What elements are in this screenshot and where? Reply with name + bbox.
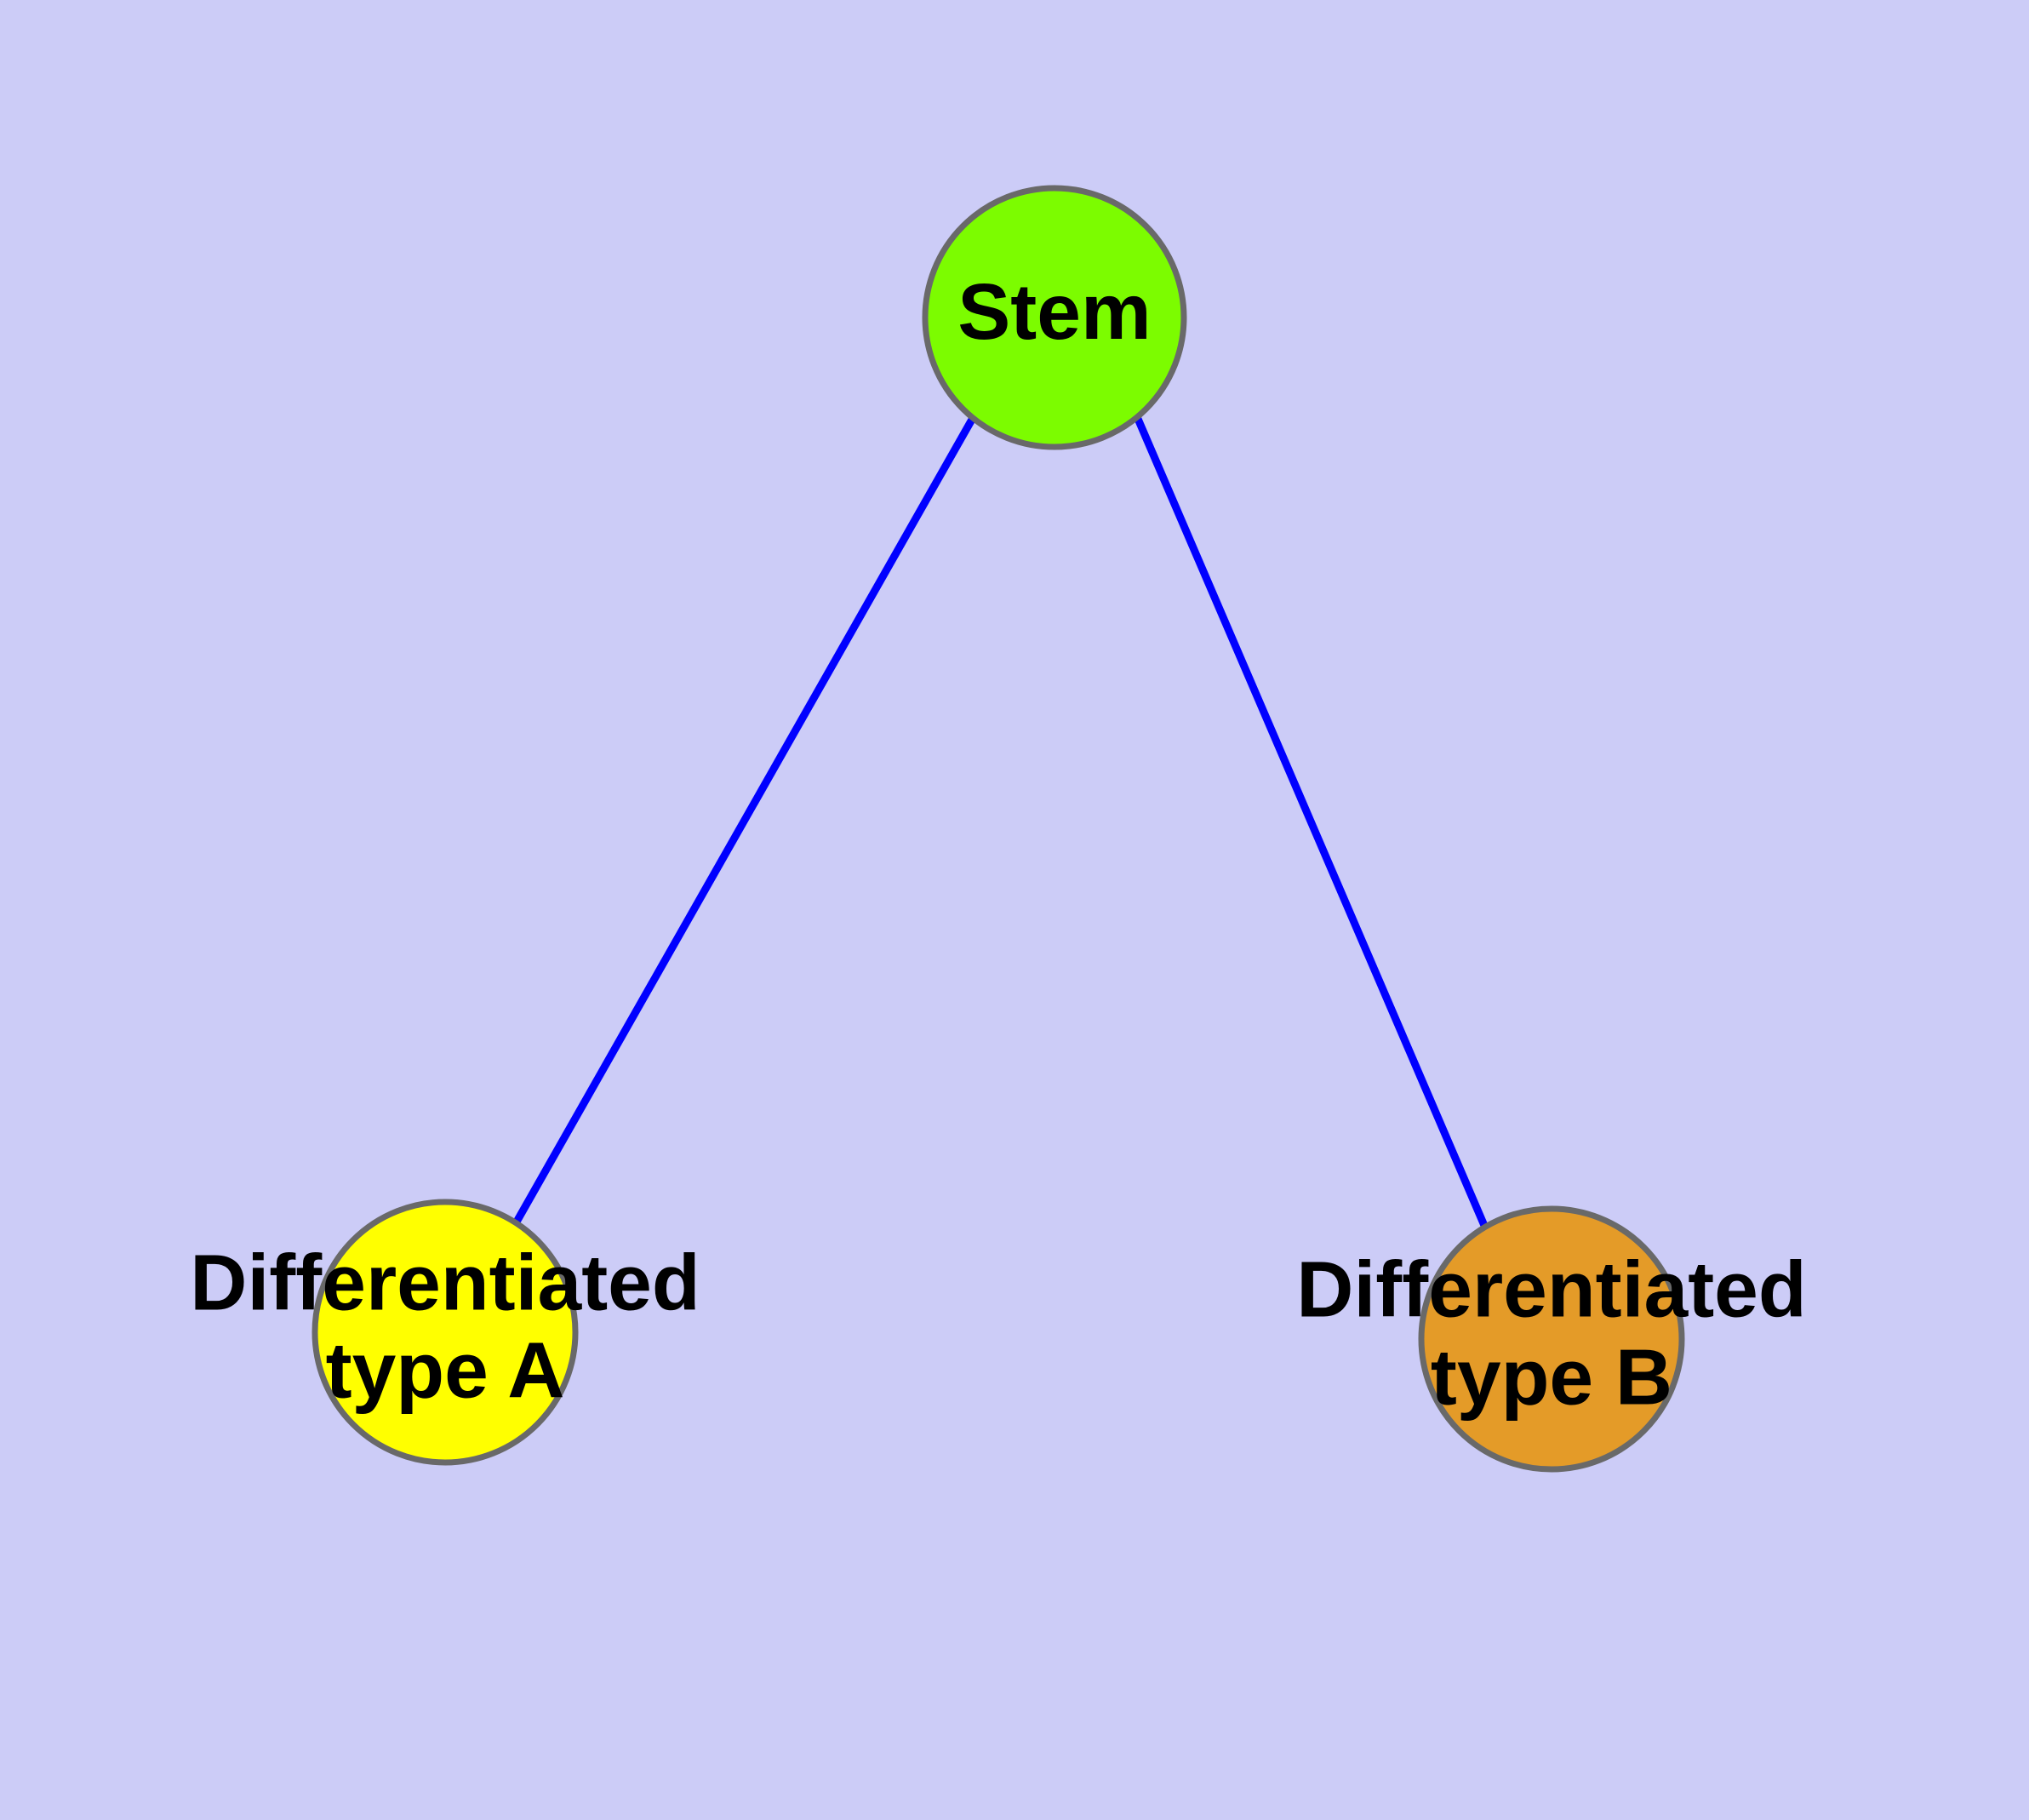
node-diff-b[interactable] (1418, 1205, 1685, 1473)
edge-stem-to-diff-b (1134, 417, 1489, 1229)
node-label-line: Stem (957, 267, 1151, 356)
node-label-line: type B (1431, 1332, 1672, 1421)
node-diff-a[interactable] (311, 1199, 579, 1466)
edge-stem-to-diff-a (512, 415, 976, 1226)
nodes-layer (311, 185, 1685, 1473)
node-label-line: Differentiated (1296, 1245, 1806, 1333)
node-label-line: Differentiated (190, 1238, 700, 1326)
node-label-stem: Stem (957, 267, 1151, 356)
edges-layer (512, 415, 1489, 1229)
node-stem[interactable] (922, 185, 1187, 450)
node-label-line: type A (326, 1325, 565, 1414)
